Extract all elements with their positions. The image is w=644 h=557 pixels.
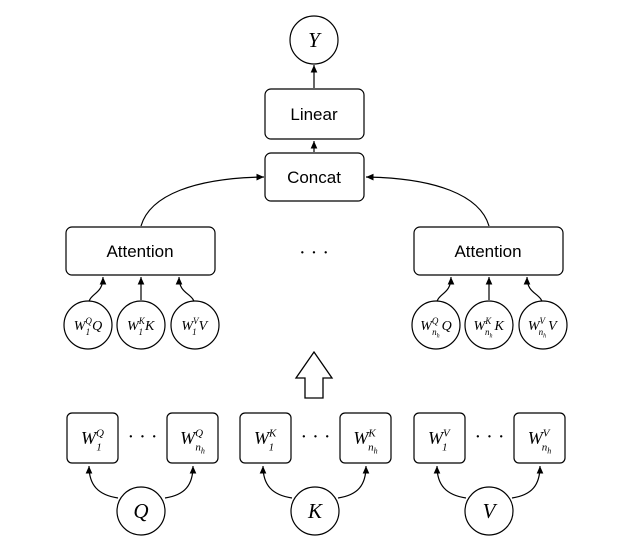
edge-q-to-wnq bbox=[164, 465, 197, 499]
proj-head-nh-circle bbox=[464, 300, 514, 350]
proj-head-nh-circle bbox=[411, 300, 461, 350]
input-label: K bbox=[307, 499, 323, 523]
output-node: Y bbox=[289, 15, 339, 65]
input-k: K bbox=[290, 486, 340, 536]
big-up-arrow-icon bbox=[294, 350, 334, 399]
attention-right-label: Attention bbox=[454, 242, 521, 261]
heads-ellipsis: · · · bbox=[299, 242, 329, 264]
weight-ellipsis: · · · bbox=[301, 426, 331, 448]
edge-attention-left-to-concat bbox=[140, 173, 265, 227]
weight-box-first bbox=[239, 412, 292, 464]
edges bbox=[85, 65, 544, 499]
proj-head-1-circle bbox=[116, 300, 166, 350]
attention-left-label: Attention bbox=[106, 242, 173, 261]
weight-box-last bbox=[513, 412, 566, 464]
input-label: V bbox=[483, 499, 498, 523]
proj-head-nh-circle bbox=[518, 300, 568, 350]
input-circle bbox=[116, 486, 166, 536]
attention-left-box bbox=[65, 226, 216, 276]
output-label: Y bbox=[308, 28, 322, 52]
concat-node: Concat bbox=[264, 152, 365, 202]
input-circle bbox=[290, 486, 340, 536]
input-label: Q bbox=[133, 499, 148, 523]
weight-box-first bbox=[66, 412, 119, 464]
concat-box bbox=[264, 152, 365, 202]
edge-k-to-w1k bbox=[259, 465, 293, 499]
weight-ellipsis: · · · bbox=[475, 426, 505, 448]
weight-box-last bbox=[339, 412, 392, 464]
linear-node: Linear bbox=[264, 88, 365, 140]
attention-left-node: Attention bbox=[65, 226, 216, 276]
weight-box-last bbox=[166, 412, 219, 464]
edge-attention-right-to-concat bbox=[365, 173, 490, 227]
input-v: V bbox=[464, 486, 514, 536]
input-q: Q bbox=[116, 486, 166, 536]
attention-right-box bbox=[413, 226, 564, 276]
weight-box-first bbox=[413, 412, 466, 464]
linear-label: Linear bbox=[290, 105, 338, 124]
linear-box bbox=[264, 88, 365, 140]
edge-k-to-wnk bbox=[337, 465, 370, 499]
weight-ellipsis: · · · bbox=[128, 426, 158, 448]
proj-head-1-circle bbox=[170, 300, 220, 350]
edge-q-to-w1q bbox=[85, 465, 119, 499]
edge-v-to-wnv bbox=[511, 465, 544, 499]
proj-head-1-circle bbox=[63, 300, 113, 350]
output-circle bbox=[289, 15, 339, 65]
concat-label: Concat bbox=[287, 168, 341, 187]
edge-v-to-w1v bbox=[433, 465, 467, 499]
input-circle bbox=[464, 486, 514, 536]
attention-right-node: Attention bbox=[413, 226, 564, 276]
